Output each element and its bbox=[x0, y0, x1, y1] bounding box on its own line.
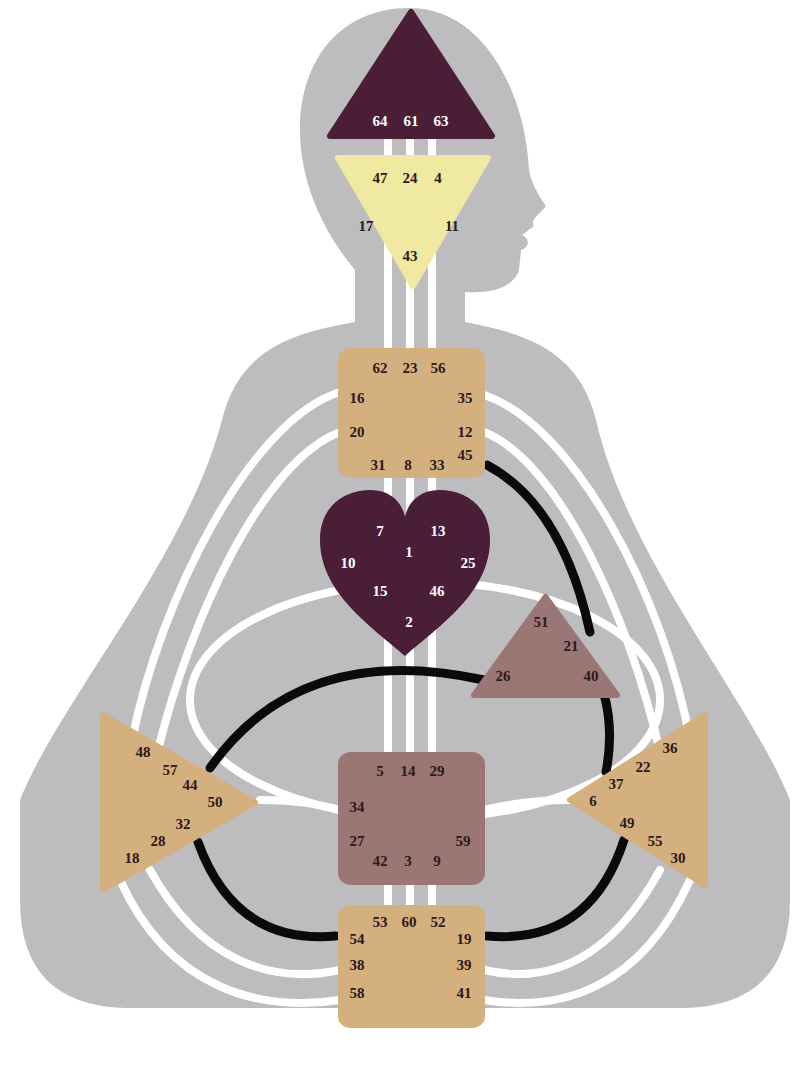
g-center-fill bbox=[320, 490, 490, 656]
body-outline bbox=[20, 8, 790, 1008]
gate-number: 33 bbox=[430, 458, 445, 473]
gate-number: 13 bbox=[431, 524, 446, 539]
gate-number: 28 bbox=[151, 834, 166, 849]
defined-channel bbox=[604, 694, 610, 772]
head-center-fill bbox=[330, 12, 492, 136]
gate-number: 61 bbox=[404, 114, 419, 129]
gate-number: 64 bbox=[373, 114, 388, 129]
gate-number: 9 bbox=[433, 854, 441, 869]
gate-number: 58 bbox=[350, 986, 365, 1001]
gate-number: 23 bbox=[403, 361, 418, 376]
gate-number: 1 bbox=[405, 545, 413, 560]
gate-number: 3 bbox=[404, 854, 412, 869]
ajna-center-fill bbox=[338, 158, 488, 286]
gate-number: 21 bbox=[564, 639, 579, 654]
ego-center-fill bbox=[474, 597, 617, 695]
gate-number: 16 bbox=[350, 391, 365, 406]
gate-number: 17 bbox=[359, 219, 374, 234]
gate-number: 5 bbox=[376, 764, 384, 779]
gate-number: 62 bbox=[373, 361, 388, 376]
gate-number: 7 bbox=[376, 524, 384, 539]
gate-number: 29 bbox=[430, 764, 445, 779]
gate-number: 32 bbox=[176, 817, 191, 832]
gate-number: 12 bbox=[458, 425, 473, 440]
sacral-center-fill bbox=[338, 752, 485, 885]
throat-center-fill bbox=[338, 348, 485, 478]
gate-number: 43 bbox=[403, 249, 418, 264]
gate-number: 42 bbox=[373, 854, 388, 869]
gate-number: 41 bbox=[457, 986, 472, 1001]
gate-number: 63 bbox=[434, 114, 449, 129]
defined-channel bbox=[198, 842, 336, 937]
ajna-center: 47 24 4 17 11 43 bbox=[338, 158, 488, 286]
gate-number: 24 bbox=[403, 171, 418, 186]
spleen-center: 48 57 44 50 32 28 18 bbox=[103, 715, 255, 890]
gate-number: 34 bbox=[350, 800, 365, 815]
gate-number: 59 bbox=[456, 834, 471, 849]
gate-number: 8 bbox=[404, 458, 412, 473]
ego-center: 51 21 26 40 bbox=[474, 597, 617, 695]
root-center: 53 60 52 54 19 38 39 58 41 bbox=[338, 905, 485, 1028]
gate-number: 15 bbox=[373, 584, 388, 599]
gate-number: 40 bbox=[584, 669, 599, 684]
gate-number: 25 bbox=[461, 556, 476, 571]
gate-number: 46 bbox=[430, 584, 445, 599]
gate-number: 39 bbox=[457, 958, 472, 973]
defined-channel bbox=[487, 840, 624, 937]
gate-number: 53 bbox=[373, 915, 388, 930]
gate-number: 6 bbox=[589, 794, 597, 809]
throat-center: 62 23 56 16 35 20 12 45 31 8 33 bbox=[338, 348, 485, 478]
gate-number: 54 bbox=[350, 932, 365, 947]
gate-number: 4 bbox=[434, 171, 442, 186]
spleen-center-fill bbox=[103, 715, 255, 890]
gate-number: 52 bbox=[431, 915, 446, 930]
gate-number: 56 bbox=[431, 361, 446, 376]
gate-number: 51 bbox=[534, 615, 549, 630]
gate-number: 18 bbox=[125, 851, 140, 866]
gate-number: 31 bbox=[371, 458, 386, 473]
channel-lines bbox=[120, 120, 690, 1003]
gate-number: 20 bbox=[350, 425, 365, 440]
gate-number: 44 bbox=[183, 778, 198, 793]
gate-number: 19 bbox=[457, 932, 472, 947]
gate-number: 48 bbox=[136, 745, 151, 760]
gate-number: 49 bbox=[620, 816, 635, 831]
gate-number: 10 bbox=[341, 556, 356, 571]
gate-number: 47 bbox=[373, 171, 388, 186]
solar-plexus-center-fill bbox=[570, 715, 705, 885]
sacral-center: 5 14 29 34 27 59 42 3 9 bbox=[338, 752, 485, 885]
gate-number: 11 bbox=[445, 219, 459, 234]
gate-number: 35 bbox=[458, 391, 473, 406]
gate-number: 37 bbox=[609, 777, 624, 792]
gate-number: 22 bbox=[636, 760, 651, 775]
gate-number: 60 bbox=[402, 915, 417, 930]
gate-number: 55 bbox=[648, 834, 663, 849]
gate-number: 38 bbox=[350, 958, 365, 973]
head-center: 64 61 63 bbox=[330, 12, 492, 136]
gate-number: 30 bbox=[671, 851, 686, 866]
gate-number: 27 bbox=[350, 834, 365, 849]
root-center-fill bbox=[338, 905, 485, 1028]
gate-number: 50 bbox=[208, 795, 223, 810]
g-center-shape bbox=[320, 490, 490, 656]
solar-plexus-center: 36 22 37 6 49 55 30 bbox=[570, 715, 705, 885]
gate-number: 45 bbox=[458, 448, 473, 463]
gate-number: 26 bbox=[496, 669, 511, 684]
gate-number: 36 bbox=[663, 741, 678, 756]
g-center: 7 13 1 10 25 15 46 2 bbox=[320, 490, 490, 656]
gate-number: 14 bbox=[401, 764, 416, 779]
gate-number: 2 bbox=[405, 615, 413, 630]
gate-number: 57 bbox=[163, 763, 178, 778]
